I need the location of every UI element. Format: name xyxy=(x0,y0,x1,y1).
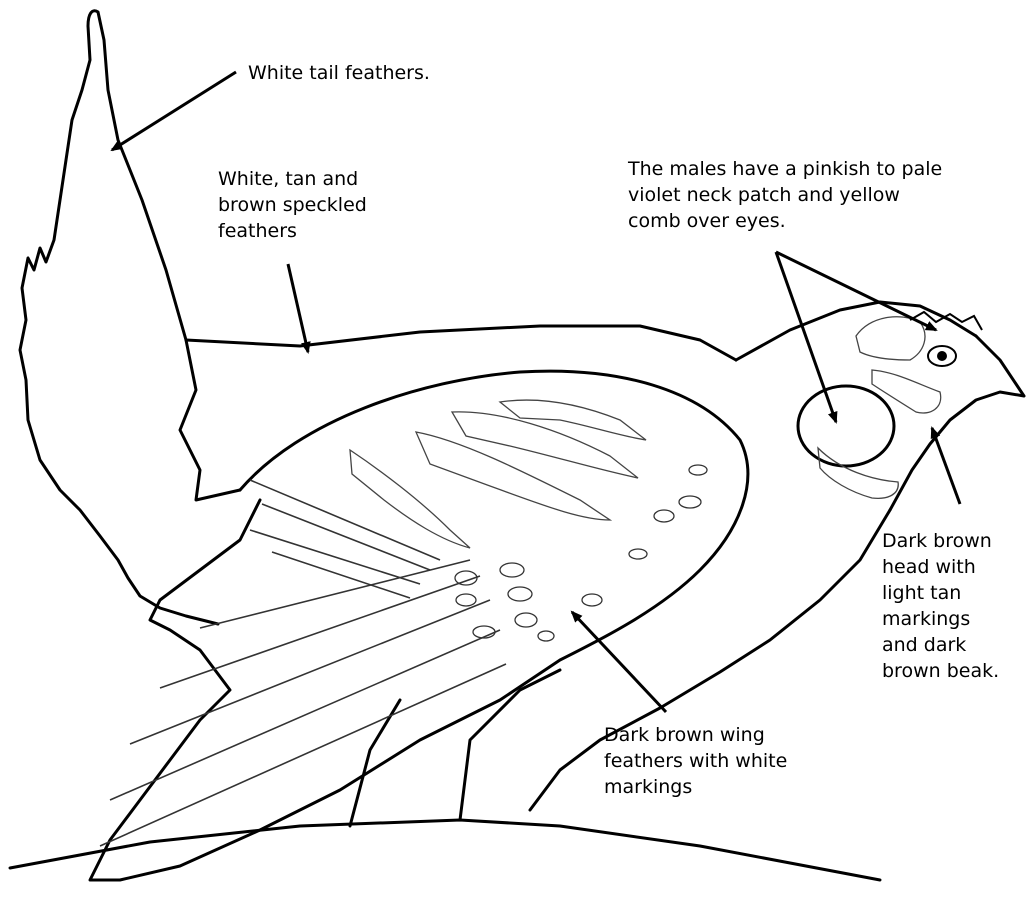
label-wing-feathers: Dark brown wing feathers with white mark… xyxy=(604,722,787,800)
neck-back-outline xyxy=(736,302,976,360)
leg-left xyxy=(350,700,400,826)
label-head: Dark brown head with light tan markings … xyxy=(882,528,999,684)
arrow-wing xyxy=(572,612,666,712)
arrow-tail xyxy=(112,72,236,150)
label-tail-feathers: White tail feathers. xyxy=(248,60,430,86)
primary-feather-lines xyxy=(100,480,506,846)
wing-white-spots xyxy=(455,465,707,641)
arrow-speckled xyxy=(288,264,308,352)
label-neck-patch: The males have a pinkish to pale violet … xyxy=(628,156,942,234)
arrow-head xyxy=(932,428,960,504)
label-speckled-feathers: White, tan and brown speckled feathers xyxy=(218,166,367,244)
back-line xyxy=(186,326,736,360)
neck-patch xyxy=(798,386,894,466)
wing-covert-bands xyxy=(350,400,646,548)
rear-body-outline xyxy=(180,340,240,500)
ground-line xyxy=(10,820,880,880)
eye-icon xyxy=(928,346,956,366)
head-beak-outline xyxy=(890,336,1024,510)
head-markings xyxy=(818,317,941,499)
